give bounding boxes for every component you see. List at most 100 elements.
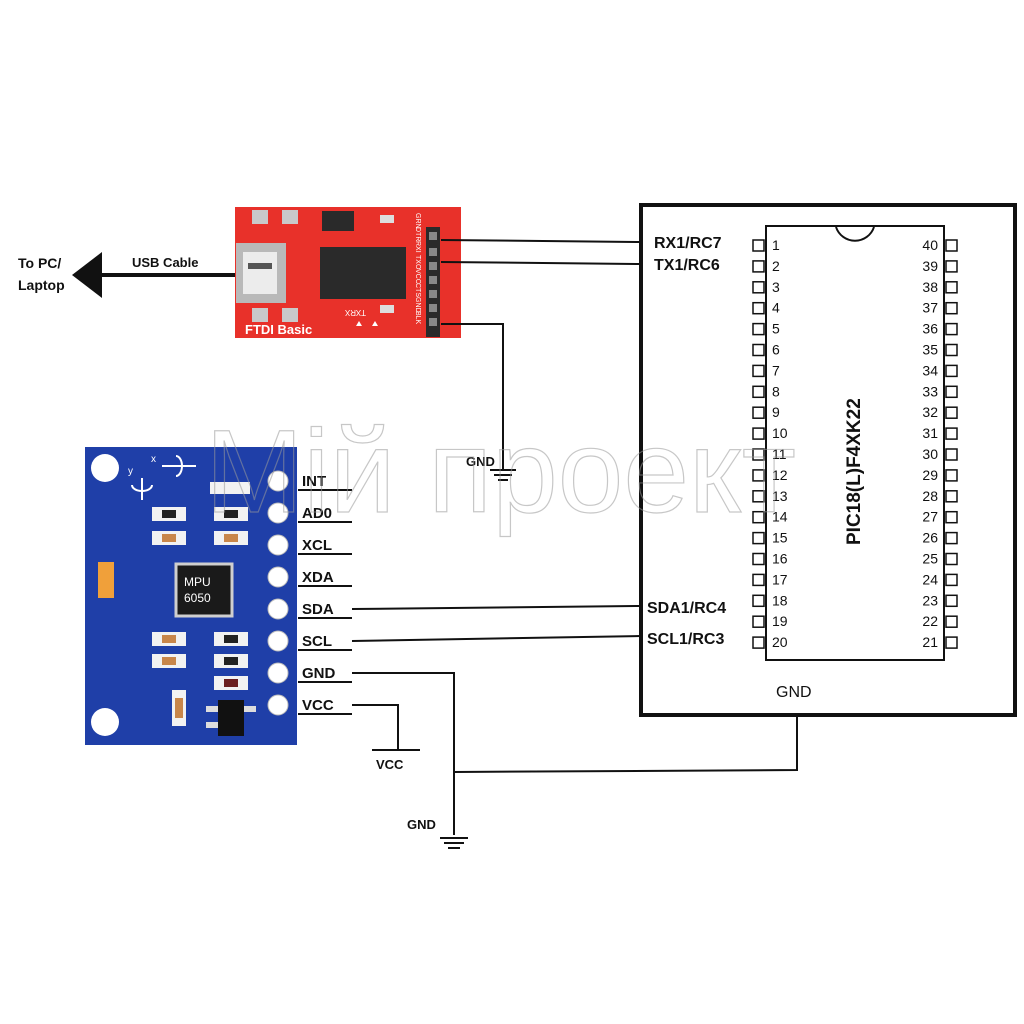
pic-pin-number: 38 bbox=[922, 279, 938, 295]
bottom-gnd-label: GND bbox=[407, 817, 436, 832]
pic-pin-number: 20 bbox=[772, 634, 788, 650]
usb-arrow bbox=[72, 252, 236, 298]
pic-pin-number: 16 bbox=[772, 551, 788, 567]
pic-pin-number: 36 bbox=[922, 321, 938, 337]
ftdi-header-label: GRN bbox=[414, 213, 421, 229]
pic-pin-right bbox=[945, 636, 958, 649]
pic-pin-left bbox=[752, 469, 765, 482]
pic-pin-number: 37 bbox=[922, 300, 938, 316]
pic-pin-left bbox=[752, 322, 765, 336]
pic-pin-number: 24 bbox=[922, 571, 938, 587]
pic-pin-right bbox=[945, 260, 958, 273]
to-pc-label-1: To PC/ bbox=[18, 255, 61, 271]
axis-icon bbox=[131, 455, 196, 500]
watermark: Мій проект bbox=[205, 406, 796, 538]
pic-pin-number: 10 bbox=[772, 425, 788, 441]
ftdi-header-label: RXI bbox=[414, 241, 421, 253]
pic-pin-left bbox=[752, 260, 765, 273]
mpu-pin-label: GND bbox=[302, 665, 336, 682]
pic-pin-number: 22 bbox=[922, 613, 938, 629]
pic-pin-right bbox=[945, 573, 958, 587]
pic-pin-left bbox=[752, 573, 765, 587]
ftdi-header-label: TXO bbox=[414, 255, 421, 270]
pic-pin-left bbox=[752, 301, 765, 315]
usb-cable-label: USB Cable bbox=[132, 255, 198, 270]
ftdi-header-label: DTR bbox=[414, 227, 421, 241]
pic-pin-number: 13 bbox=[772, 488, 788, 504]
pic-pin-number: 28 bbox=[922, 488, 938, 504]
pic-pin-right bbox=[945, 301, 958, 315]
pic-pin-right bbox=[945, 281, 958, 294]
pic-pin-right bbox=[945, 406, 958, 419]
pic-pin-number: 31 bbox=[922, 425, 938, 441]
pic-pin-right bbox=[945, 343, 958, 357]
pic-pin-number: 15 bbox=[772, 530, 788, 546]
pic-pin-left bbox=[752, 427, 765, 440]
ftdi-board bbox=[235, 207, 461, 338]
pic-pin-number: 29 bbox=[922, 467, 938, 483]
mpu-chip bbox=[174, 562, 234, 618]
pic-pin-number: 14 bbox=[772, 509, 788, 525]
pic-pin-number: 17 bbox=[772, 571, 788, 587]
mpu-pin-holes bbox=[267, 470, 289, 716]
pic-pin-number: 35 bbox=[922, 342, 938, 358]
pic-pin-number: 39 bbox=[922, 258, 938, 274]
pic-pin-number: 12 bbox=[772, 467, 788, 483]
pic-pin-right bbox=[945, 322, 958, 336]
pic-pin-left bbox=[752, 406, 765, 419]
pic-pin-right bbox=[945, 469, 958, 482]
mpu-pin-label: INT bbox=[302, 473, 326, 490]
pic-pin-left bbox=[752, 281, 765, 294]
pic-pin-number: 4 bbox=[772, 300, 780, 316]
pic-pin-number: 30 bbox=[922, 446, 938, 462]
pic-pin-right bbox=[945, 427, 958, 440]
pic-pins: 1234567891011121314151617181920403938373… bbox=[752, 237, 958, 650]
pic-pin-number: 33 bbox=[922, 383, 938, 399]
pic-pin-number: 2 bbox=[772, 258, 780, 274]
ftdi-name: FTDI Basic bbox=[245, 322, 312, 337]
pic-pin-right bbox=[945, 385, 958, 399]
mpu-pin-hole bbox=[267, 694, 289, 716]
mpu-pin-label: AD0 bbox=[302, 505, 332, 522]
ftdi-ground-symbol bbox=[490, 469, 516, 481]
pic-pin-number: 32 bbox=[922, 404, 938, 420]
pic-pin-number: 1 bbox=[772, 237, 780, 253]
pic-scl-label: SCL1/RC3 bbox=[647, 631, 724, 648]
pic-pin-right bbox=[945, 239, 958, 252]
pic-pin-right bbox=[945, 552, 958, 566]
mpu-pin-label: SDA bbox=[302, 601, 334, 618]
mpu-pin-hole bbox=[267, 470, 289, 492]
pic-pin-left bbox=[752, 448, 765, 461]
mpu-chip-line1: MPU bbox=[184, 575, 211, 589]
mpu-pin-label: VCC bbox=[302, 697, 334, 714]
pic-board-frame bbox=[639, 203, 1017, 717]
pic-tx-label: TX1/RC6 bbox=[654, 257, 720, 274]
pic-chip bbox=[765, 225, 945, 661]
axis-x-label: x bbox=[151, 454, 156, 465]
bottom-ground-symbol bbox=[440, 837, 468, 849]
mpu-pin-label: XCL bbox=[302, 537, 332, 554]
pic-pin-number: 27 bbox=[922, 509, 938, 525]
pic-pin-left bbox=[752, 615, 765, 628]
mpu-pin-label: SCL bbox=[302, 633, 332, 650]
pic-pin-number: 7 bbox=[772, 362, 780, 378]
pic-pin-left bbox=[752, 594, 765, 608]
ftdi-gnd-label: GND bbox=[466, 454, 495, 469]
ftdi-chip bbox=[320, 247, 406, 299]
ftdi-header-label: GND bbox=[414, 297, 421, 313]
mpu-chip-line2: 6050 bbox=[184, 591, 211, 605]
axis-y-label: y bbox=[128, 466, 133, 477]
pic-pin-number: 18 bbox=[772, 592, 788, 608]
pic-chip-name: PIC18(L)F4XK22 bbox=[844, 398, 865, 545]
pic-pin-left bbox=[752, 364, 765, 378]
pic-pin-left bbox=[752, 531, 765, 545]
mpu6050-board bbox=[85, 447, 297, 745]
pic-sda-label: SDA1/RC4 bbox=[647, 600, 726, 617]
vcc-label: VCC bbox=[376, 757, 404, 772]
pic-pin-left bbox=[752, 385, 765, 399]
pic-pin-number: 11 bbox=[772, 446, 787, 462]
pic-pin-right bbox=[945, 448, 958, 461]
pic-pin-number: 21 bbox=[922, 634, 938, 650]
